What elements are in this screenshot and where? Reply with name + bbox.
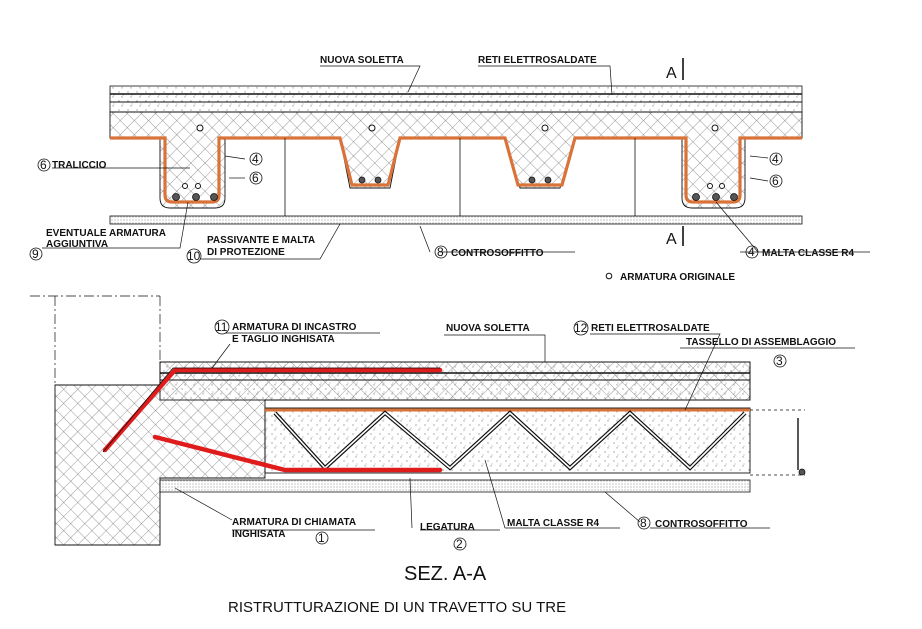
- legend-rebar-symbol: [605, 272, 613, 280]
- label-controsoffitto-bottom: CONTROSOFFITTO: [655, 519, 748, 530]
- label-nuova-soletta-top: NUOVA SOLETTA: [320, 55, 404, 66]
- new-slab: [109, 85, 803, 113]
- num-left-4: 4: [252, 152, 259, 166]
- num-right-6: 6: [772, 174, 779, 188]
- label-eventuale-2: AGGIUNTIVA: [46, 239, 108, 250]
- label-controsoffitto-top: CONTROSOFFITTO: [451, 248, 544, 259]
- label-passivante-1: PASSIVANTE E MALTA: [207, 235, 315, 246]
- bottom-rebars: [172, 176, 738, 201]
- num-passivante: 10: [187, 249, 201, 263]
- num-incastro: 11: [215, 320, 228, 334]
- num-traliccio: 6: [40, 158, 47, 172]
- label-nuova-soletta-bottom: NUOVA SOLETTA: [446, 323, 530, 334]
- bottom-section-drawing: 11 ARMATURA DI INCASTRO E TAGLIO INGHISA…: [30, 295, 855, 551]
- label-chiamata-1: ARMATURA DI CHIAMATA: [232, 517, 356, 528]
- label-reti-top: RETI ELETTROSALDATE: [478, 55, 597, 66]
- num-chiamata: 1: [318, 531, 325, 545]
- label-chiamata-2: INGHISATA: [232, 529, 286, 540]
- num-controsoffitto-top: 8: [437, 245, 444, 259]
- main-title: RISTRUTTURAZIONE DI UN TRAVETTO SU TRE: [228, 599, 566, 616]
- section-title: SEZ. A-A: [404, 563, 487, 585]
- label-reti-bottom: RETI ELETTROSALDATE: [591, 323, 710, 334]
- label-incastro-1: ARMATURA DI INCASTRO: [232, 322, 357, 333]
- num-controsoffitto-bottom: 8: [640, 516, 647, 530]
- num-malta-top: 4: [748, 245, 755, 259]
- num-legatura: 2: [456, 537, 463, 551]
- mortar-profile: [110, 136, 802, 204]
- label-passivante-2: DI PROTEZIONE: [207, 247, 285, 258]
- section-mark-top: A: [666, 65, 677, 82]
- ceiling-board-section: [159, 479, 751, 493]
- label-tassello: TASSELLO DI ASSEMBLAGGIO: [686, 337, 836, 348]
- num-reti: 12: [574, 321, 588, 335]
- label-legatura: LEGATURA: [420, 522, 475, 533]
- num-right-4: 4: [772, 152, 779, 166]
- label-malta-bottom: MALTA CLASSE R4: [507, 518, 599, 529]
- section-mark-bottom: A: [666, 231, 677, 248]
- num-left-6: 6: [252, 171, 259, 185]
- num-tassello: 3: [776, 354, 783, 368]
- top-section-drawing: A A NUOVA SOLETTA RETI ELETTROSALDATE 6 …: [29, 55, 870, 283]
- num-eventuale: 9: [32, 247, 39, 261]
- label-traliccio: TRALICCIO: [52, 160, 107, 171]
- label-armatura-originale: ARMATURA ORIGINALE: [620, 272, 735, 283]
- original-rebars: [182, 124, 725, 189]
- label-malta-top: MALTA CLASSE R4: [762, 248, 854, 259]
- mortar-beam: [264, 407, 751, 474]
- red-rebars: [102, 367, 443, 473]
- label-eventuale-1: EVENTUALE ARMATURA: [46, 228, 166, 239]
- ceiling-board: [109, 215, 803, 225]
- label-incastro-2: E TAGLIO INGHISATA: [232, 334, 335, 345]
